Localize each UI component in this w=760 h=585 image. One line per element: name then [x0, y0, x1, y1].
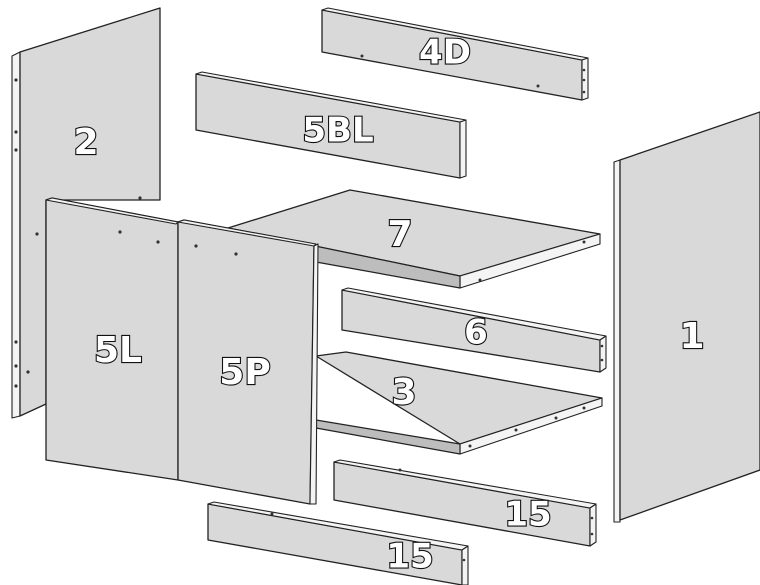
- label-7: 7: [387, 214, 412, 255]
- label-15a: 15: [504, 495, 551, 535]
- rail-5bl: [195, 71, 467, 179]
- rail-15-upper: [333, 459, 597, 547]
- rail-4d: [321, 7, 589, 101]
- shelf-3: [315, 351, 603, 455]
- panel-1: [613, 111, 760, 523]
- label-5bl: 5BL: [302, 111, 373, 151]
- label-15b: 15: [386, 537, 433, 577]
- label-6: 6: [464, 313, 488, 353]
- label-3: 3: [391, 372, 416, 413]
- label-5l: 5L: [94, 330, 142, 371]
- panel-2: [11, 7, 161, 419]
- label-2: 2: [73, 122, 98, 163]
- rail-15-lower: [207, 501, 469, 585]
- label-4d: 4D: [419, 33, 471, 73]
- label-1: 1: [679, 316, 704, 357]
- door-5l: [45, 197, 179, 481]
- door-5p: [177, 219, 319, 505]
- label-5p: 5P: [219, 352, 270, 393]
- rail-6: [341, 287, 607, 373]
